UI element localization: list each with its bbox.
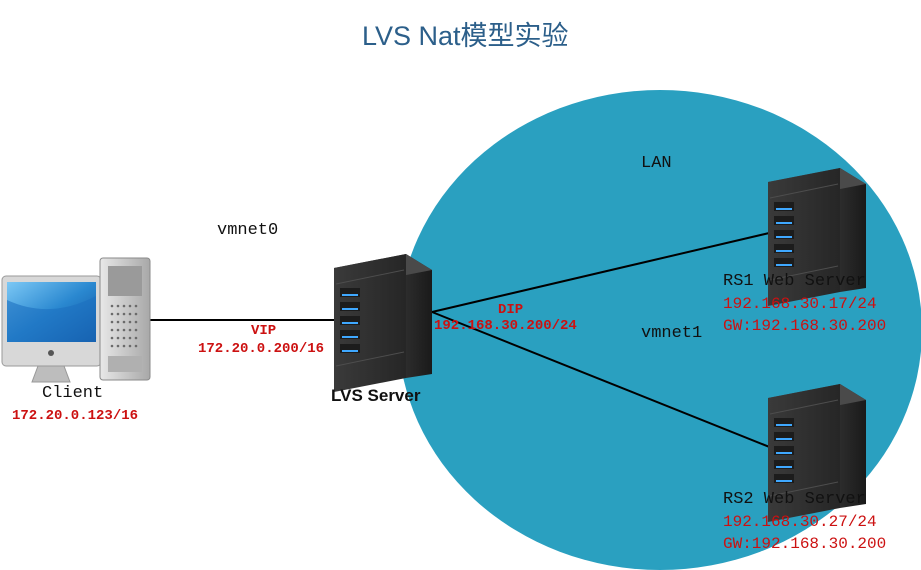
link-lvs-rs2 [431,311,783,453]
diagram-title: LVS Nat模型实验 [362,21,569,51]
vmnet0-label: vmnet0 [217,221,279,240]
client-name: Client [42,384,104,403]
client-ip: 172.20.0.123/16 [12,408,139,424]
vmnet1-label: vmnet1 [641,324,703,343]
lvs-server-icon [333,253,433,393]
rs2-name: RS2 Web Server [723,490,866,509]
lvs-server-name: LVS Server [331,386,421,405]
rs1-ip: 192.168.30.17/24 [723,295,877,313]
dip-address: 192.168.30.200/24 [434,318,577,334]
dip-label: DIP [498,302,524,318]
client-computer-icon [1,257,151,383]
rs1-gateway: GW:192.168.30.200 [723,317,887,335]
rs2-ip: 192.168.30.27/24 [723,513,877,531]
rs2-gateway: GW:192.168.30.200 [723,535,887,553]
lan-label: LAN [641,154,672,173]
link-lvs-rs1 [431,229,783,313]
vip-label: VIP [251,323,277,339]
rs1-name: RS1 Web Server [723,272,866,291]
vip-address: 172.20.0.200/16 [198,341,325,357]
